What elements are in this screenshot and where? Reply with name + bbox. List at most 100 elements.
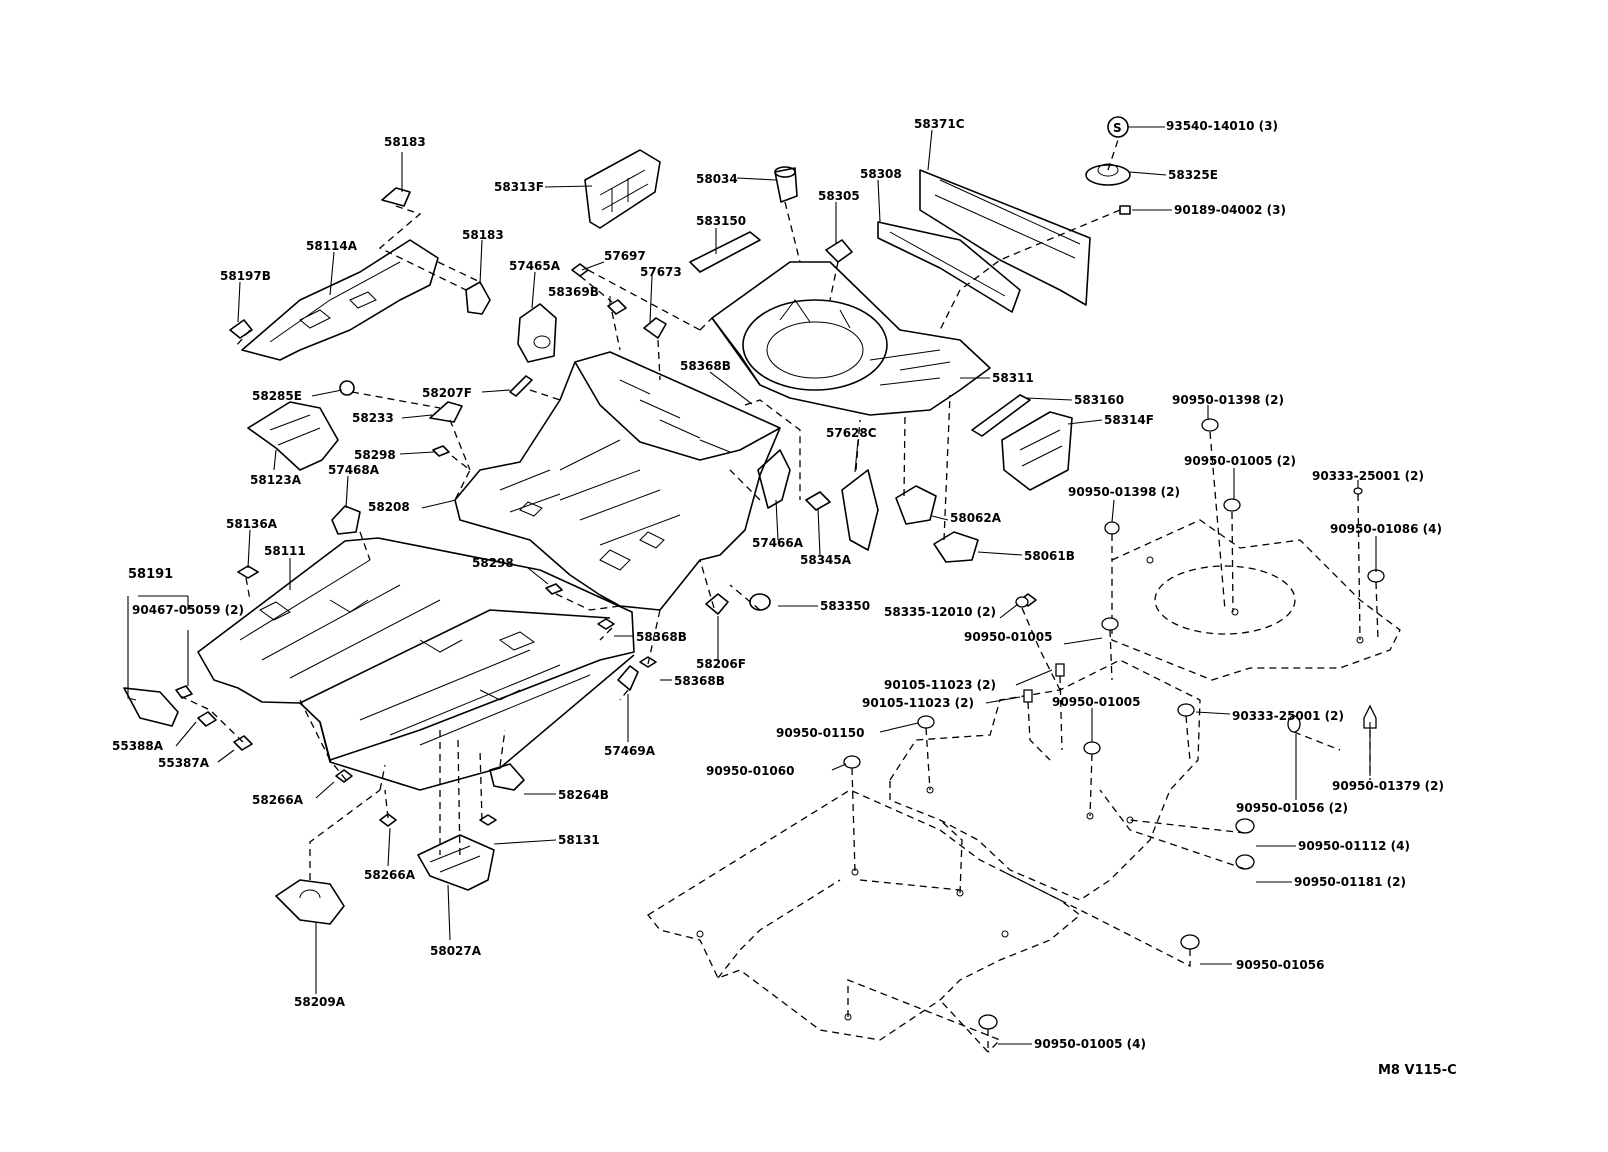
label-90105-11023-b: 90105-11023 (2) [862,696,974,710]
clip-583350 [749,593,771,611]
label-90950-01005-c: 90950-01005 [1052,695,1140,709]
label-58027A: 58027A [430,944,482,958]
bracket-57628C [841,469,879,551]
bracket-57469A [617,665,639,691]
panel-58308 [877,221,1021,313]
bracket-57468A [331,505,361,535]
label-90950-01112: 90950-01112 (4) [1298,839,1410,853]
label-58335-12010: 58335-12010 (2) [884,605,996,619]
label-55388A: 55388A [112,739,164,753]
label-90333-25001-a: 90333-25001 (2) [1312,469,1424,483]
rear-floor-silencer [1111,519,1401,681]
diagram-code: M8 V115-C [1378,1063,1457,1078]
label-58034: 58034 [696,172,738,186]
label-583150: 583150 [696,214,746,228]
label-90950-01398-b: 90950-01398 (2) [1068,485,1180,499]
part-labels: 58183 58313F 58034 58308 58371C S 93540-… [112,117,1457,1078]
bracket-55388A [123,687,179,727]
label-583350: 583350 [820,599,870,613]
label-58345A: 58345A [800,553,852,567]
label-90950-01005-a: 90950-01005 (2) [1184,454,1296,468]
grommet-plugs [843,418,1385,1030]
label-90950-01181: 90950-01181 (2) [1294,875,1406,889]
bracket-58183-top [381,187,411,207]
bracket-57465A-hole [533,335,551,349]
label-57468A: 57468A [328,463,380,477]
bracket-58206F [705,593,729,615]
front-floor-silencer [647,789,1082,1041]
label-58209A: 58209A [294,995,346,1009]
bracket-57466A [757,449,791,509]
clip-58368B-a [597,618,615,630]
label-90105-11023-a: 90105-11023 (2) [884,678,996,692]
label-58131: 58131 [558,833,600,847]
center-floor-panel [454,351,781,611]
bolt-90189-04002 [1119,205,1131,215]
label-58308: 58308 [860,167,902,181]
label-58311: 58311 [992,371,1034,385]
label-58183-mid: 58183 [462,228,504,242]
label-58191: 58191 [128,567,173,582]
bracket-58305 [825,239,853,263]
label-90333-25001-b: 90333-25001 (2) [1232,709,1344,723]
clip-58131 [479,814,497,826]
bracket-57673 [643,317,667,339]
seal-58325E [1085,163,1131,186]
leader-lines [127,126,1377,1045]
label-90950-01005-b: 90950-01005 [964,630,1052,644]
label-90950-01398-a: 90950-01398 (2) [1172,393,1284,407]
bracket-58061B [933,531,979,563]
label-90950-01005-d: 90950-01005 (4) [1034,1037,1146,1051]
label-57697: 57697 [604,249,646,263]
clip-58136A [237,565,259,579]
clip-55388A [197,711,217,727]
label-s-mark: S [1113,121,1122,135]
label-58314F: 58314F [1104,413,1154,427]
label-57469A: 57469A [604,744,656,758]
label-58305: 58305 [818,189,860,203]
label-90950-01086: 90950-01086 (4) [1330,522,1442,536]
label-58208: 58208 [368,500,410,514]
bracket-58345A [805,491,831,511]
bracket-58123A [247,401,339,471]
bracket-58183-mid [465,281,491,315]
label-58207F: 58207F [422,386,472,400]
bracket-58233 [429,401,463,423]
rail-583160 [971,394,1031,437]
rail-583150 [689,231,761,273]
label-58206F: 58206F [696,657,746,671]
label-58313F: 58313F [494,180,544,194]
label-58371C: 58371C [914,117,965,131]
bracket-58062A [895,485,937,525]
label-58285E: 58285E [252,389,302,403]
label-58233: 58233 [352,411,394,425]
label-90189-04002: 90189-04002 (3) [1174,203,1286,217]
label-90950-01056-b: 90950-01056 [1236,958,1324,972]
label-58368B-top: 58368B [680,359,731,373]
label-58197B: 58197B [220,269,271,283]
rear-floor-pan [711,261,991,416]
clip-57697 [571,263,589,277]
label-90950-01060: 90950-01060 [706,764,794,778]
label-58368B-a: 58368B [636,630,687,644]
clip-58368B-b [639,656,657,668]
front-cross-member [241,239,439,361]
label-58325E: 58325E [1168,168,1218,182]
clip-58266A-a [335,769,353,783]
panel-58313F [584,149,661,229]
label-58264B: 58264B [558,788,609,802]
label-583160: 583160 [1074,393,1124,407]
tube-58034 [774,166,798,203]
label-58183-top: 58183 [384,135,426,149]
clip-58285E [339,380,355,396]
label-90467-05059: 90467-05059 (2) [132,603,244,617]
label-58123A: 58123A [250,473,302,487]
label-57673: 57673 [640,265,682,279]
front-floor-panel [197,537,635,791]
label-90950-01379: 90950-01379 (2) [1332,779,1444,793]
label-90950-01056-a: 90950-01056 (2) [1236,801,1348,815]
bolt-90467-05059 [175,685,193,699]
label-58298-low: 58298 [472,556,514,570]
label-58061B: 58061B [1024,549,1075,563]
